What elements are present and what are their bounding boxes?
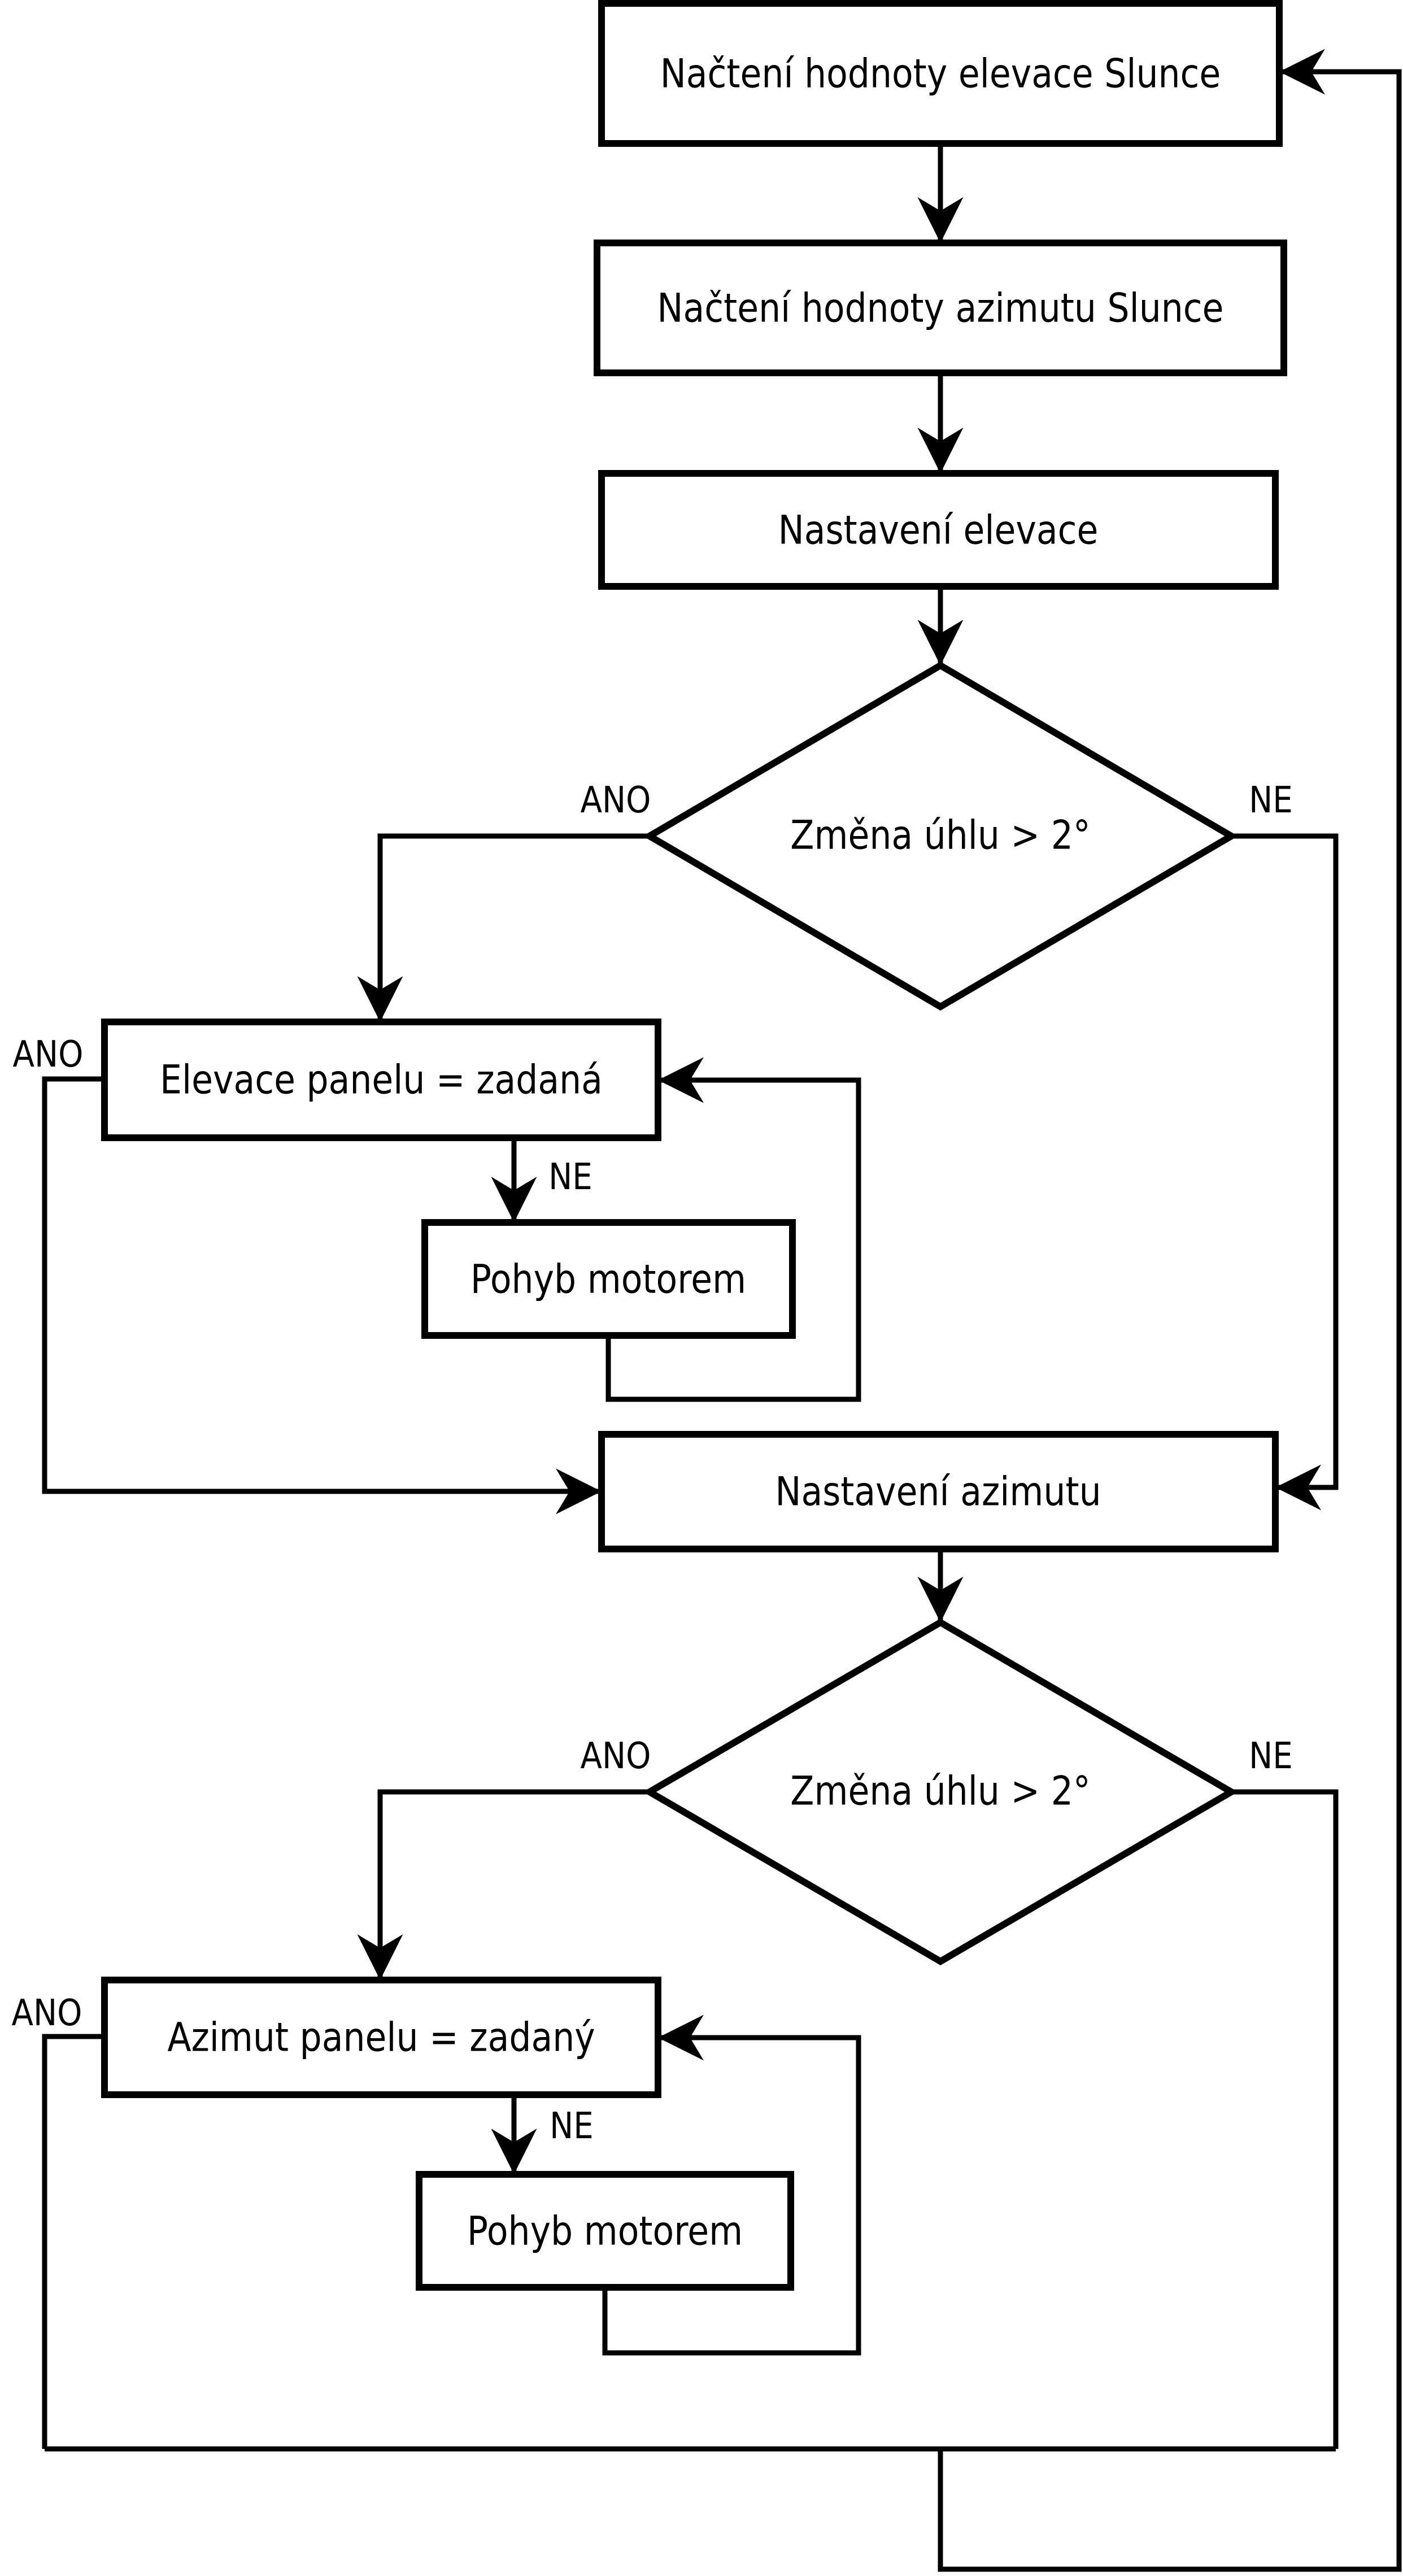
- node-decision-elevation-label-pos: Změna úhlu > 2°: [790, 812, 1090, 859]
- node-read-elevation-label-pos: Načtení hodnoty elevace Slunce: [660, 51, 1221, 97]
- label-elevation-equals-yes: ANO: [13, 1034, 84, 1076]
- label-azimuth-equals-yes: ANO: [12, 1992, 82, 2034]
- node-motor-move-elevation-label: Pohyb motorem: [470, 1256, 746, 1303]
- node-read-azimuth: [594, 240, 1287, 376]
- node-read-elevation: [598, 0, 1283, 147]
- edge-motor-azimuth-loop: [602, 2014, 861, 2356]
- node-motor-move-azimuth-label: Pohyb motorem: [467, 2208, 743, 2255]
- label-decision-azimuth-yes-pos: ANO: [581, 1735, 651, 1777]
- node-set-azimuth-label: Nastavení azimutu: [775, 1469, 1101, 1515]
- node-decision-elevation-label: Změna úhlu > 2°: [790, 812, 1090, 859]
- node-decision-azimuth-label-pos: Změna úhlu > 2°: [790, 1768, 1090, 1814]
- node-decision-azimuth-label: Změna úhlu > 2°: [790, 1768, 1090, 1814]
- node-elevation-equals: [101, 1019, 661, 1141]
- label-azimuth-equals-yes-pos: ANO: [12, 1992, 82, 2034]
- edge-decision-elevation-no: [1231, 833, 1339, 1511]
- node-elevation-equals-label: Elevace panelu = zadaná: [160, 1057, 603, 1103]
- edge-motor-elevation-loop: [605, 1057, 861, 1402]
- node-read-azimuth-label: Načtení hodnoty azimutu Slunce: [657, 285, 1223, 332]
- edge-azimuth-equals-yes: [42, 2034, 104, 2449]
- node-decision-azimuth: [643, 1618, 1238, 1965]
- label-azimuth-equals-no: NE: [550, 2105, 594, 2147]
- label-decision-azimuth-no: NE: [1249, 1735, 1293, 1777]
- edge-decision-elevation-yes: [357, 833, 650, 1022]
- edge-elevation-equals-yes: [42, 1076, 602, 1515]
- node-decision-elevation: [643, 662, 1238, 1011]
- label-elevation-equals-yes-pos: ANO: [13, 1034, 84, 1076]
- edge-decision-azimuth-no: [1231, 1789, 1339, 2449]
- node-set-elevation-label: Nastavení elevace: [778, 507, 1099, 554]
- label-elevation-equals-no-pos: NE: [548, 1156, 592, 1198]
- node-elevation-equals-label-pos: Elevace panelu = zadaná: [160, 1057, 603, 1103]
- node-motor-move-azimuth: [416, 2171, 794, 2291]
- label-decision-azimuth-yes: ANO: [581, 1735, 651, 1777]
- label-decision-elevation-no: NE: [1249, 780, 1293, 821]
- label-decision-azimuth-no-pos: NE: [1249, 1735, 1293, 1777]
- node-set-elevation-label-pos: Nastavení elevace: [778, 507, 1099, 554]
- edge-return-to-start: [938, 49, 1402, 2572]
- node-motor-move-azimuth-label-pos: Pohyb motorem: [467, 2208, 743, 2255]
- node-motor-move-elevation-label-pos: Pohyb motorem: [470, 1256, 746, 1303]
- node-read-elevation-label: Načtení hodnoty elevace Slunce: [660, 51, 1221, 97]
- node-azimuth-equals-label: Azimut panelu = zadaný: [167, 2014, 595, 2061]
- label-azimuth-equals-no-pos: NE: [550, 2105, 594, 2147]
- node-set-azimuth-label-pos: Nastavení azimutu: [775, 1469, 1101, 1515]
- node-motor-move-elevation: [421, 1219, 796, 1339]
- node-azimuth-equals-label-pos: Azimut panelu = zadaný: [167, 2014, 595, 2061]
- label-elevation-equals-no: NE: [548, 1156, 592, 1198]
- edge-decision-azimuth-yes: [357, 1789, 650, 1980]
- node-set-azimuth: [598, 1431, 1279, 1552]
- node-azimuth-equals: [101, 1977, 661, 2098]
- node-set-elevation: [598, 470, 1279, 590]
- label-decision-elevation-no-pos: NE: [1249, 780, 1293, 821]
- label-decision-elevation-yes: ANO: [581, 780, 651, 821]
- node-read-azimuth-label-pos: Načtení hodnoty azimutu Slunce: [657, 285, 1223, 332]
- label-decision-elevation-yes-pos: ANO: [581, 780, 651, 821]
